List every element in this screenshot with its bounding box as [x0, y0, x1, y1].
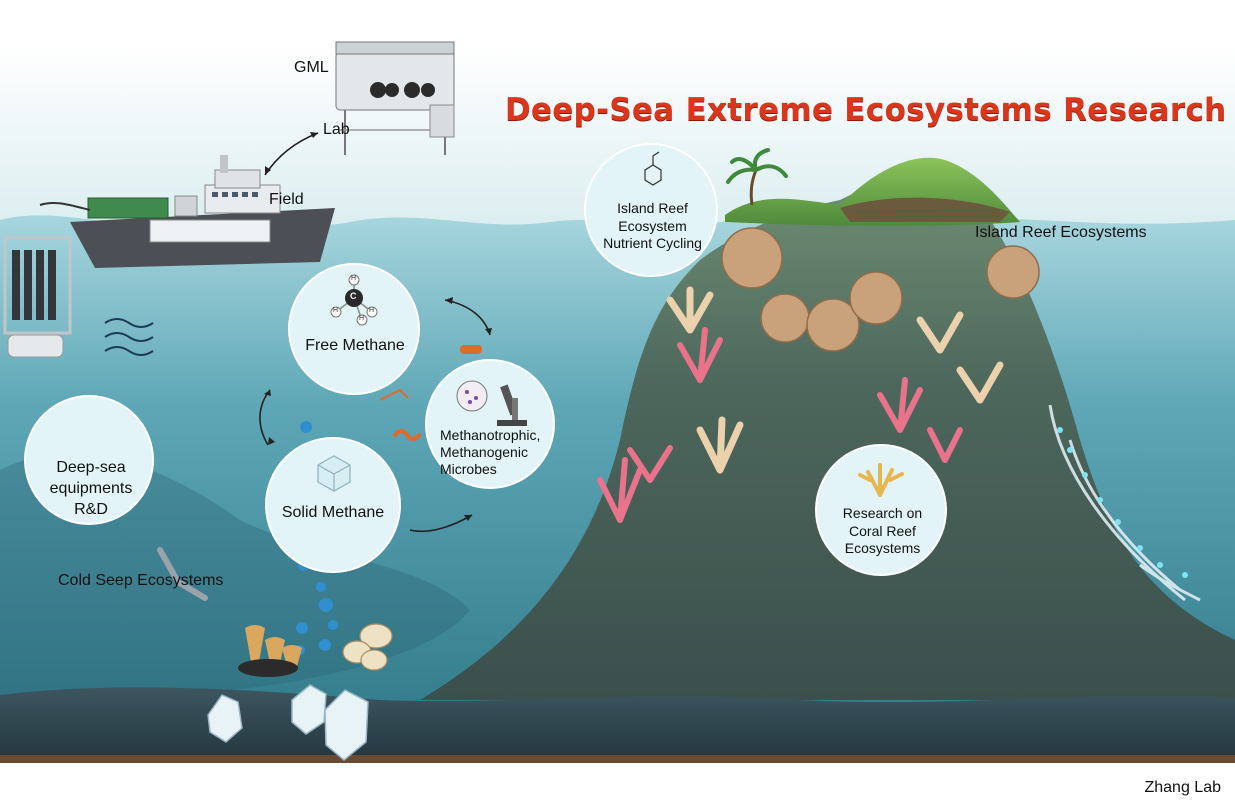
- bubble-deep-sea-line1: Deep-sea: [56, 459, 126, 476]
- bubble-nutrient-line2: Ecosystem: [618, 217, 687, 234]
- bubble-microbes-line1: Methanotrophic,: [440, 427, 541, 443]
- bubble-coral-line2: Coral Reef: [849, 522, 916, 539]
- bubble-coral-line1: Research on: [842, 505, 923, 521]
- methane-molecule-icon: [330, 274, 378, 326]
- tube-worm-icons: [245, 625, 302, 670]
- seamount: [420, 176, 1235, 700]
- coral-icons: [597, 227, 1040, 523]
- bubble-deep-sea: Deep-sea equipments R&D: [36, 458, 146, 520]
- bubble-deep-sea-line3: R&D: [74, 500, 108, 518]
- bubble-solid-methane: Solid Methane: [281, 504, 385, 521]
- petri-dish-icon: [456, 380, 488, 412]
- current-particles: [1057, 427, 1188, 578]
- microscope-icon: [497, 384, 527, 426]
- footer-credit: Zhang Lab: [1144, 779, 1221, 796]
- bubble-microbes: Methanotrophic, Methanogenic Microbes: [440, 427, 560, 477]
- sediment-band: [0, 755, 1235, 763]
- molecule-h2-label: H: [333, 307, 339, 314]
- label-lab: Lab: [323, 121, 350, 138]
- bubble-deep-sea-line2: equipments: [49, 479, 133, 497]
- bubble-microbes-line3: Microbes: [440, 460, 497, 477]
- wave-icon: [104, 318, 154, 356]
- ice-crystal-icons: [207, 684, 369, 761]
- label-cold-seep: Cold Seep Ecosystems: [58, 572, 224, 589]
- ice-cube-icon: [317, 455, 351, 492]
- coral-research-icon: [858, 463, 904, 497]
- bubble-free-methane: Free Methane: [305, 337, 405, 354]
- bubble-nutrient-line3: Nutrient Cycling: [603, 235, 702, 251]
- seep-rock: [238, 659, 298, 677]
- bubble-coral-line3: Ecosystems: [844, 540, 921, 556]
- sea-floor: [0, 687, 1235, 760]
- molecule-h4-label: H: [359, 315, 365, 322]
- label-field: Field: [269, 191, 304, 208]
- bubble-microbes-line2: Methanogenic: [440, 443, 528, 460]
- microbe-icons: [379, 345, 482, 441]
- molecule-h1-label: H: [351, 275, 357, 282]
- molecule-structure-icon: [644, 151, 662, 186]
- ship-icon: [39, 155, 335, 268]
- bubble-coral: Research on Coral Reef Ecosystems: [825, 505, 940, 558]
- ctd-rosette-icon: [3, 236, 72, 358]
- glovebox-icon: [335, 41, 455, 155]
- clam-icons: [342, 623, 393, 671]
- bubble-nutrient: Island Reef Ecosystem Nutrient Cycling: [595, 200, 710, 253]
- page-title: Deep-Sea Extreme Ecosystems Research: [505, 92, 1227, 128]
- molecule-carbon-label: C: [350, 291, 357, 301]
- bubble-nutrient-line1: Island Reef: [617, 200, 688, 216]
- current-arrow-icons: [1048, 404, 1201, 602]
- molecule-h3-label: H: [369, 307, 375, 314]
- label-island-reef: Island Reef Ecosystems: [975, 224, 1147, 241]
- label-gml: GML: [294, 59, 329, 76]
- palm-tree-icon: [726, 148, 788, 206]
